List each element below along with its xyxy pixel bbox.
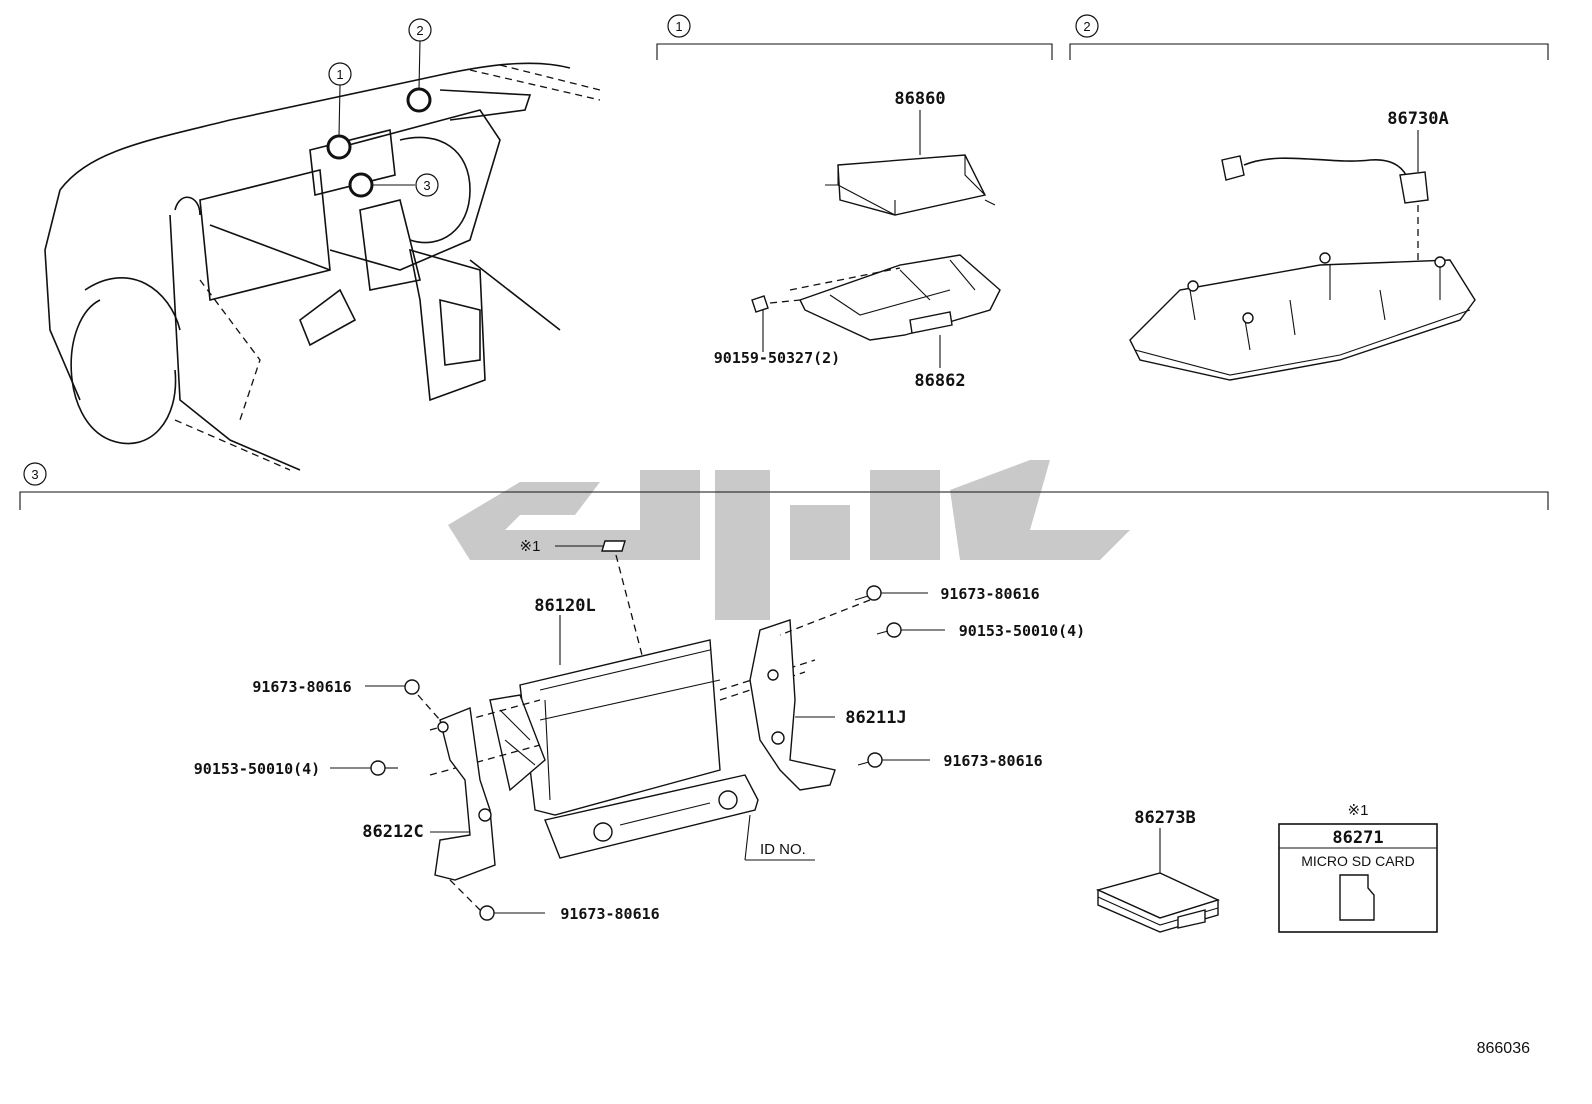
part-86212C-label: 86212C: [362, 822, 423, 842]
screw-91673-right: 91673-80616: [857, 752, 1043, 770]
part-91673-80616-d-label: 91673-80616: [943, 752, 1042, 770]
part-86273B-label: 86273B: [1134, 808, 1195, 828]
part-91673-80616-b-label: 91673-80616: [560, 905, 659, 923]
radio-receiver-assembly: 86120L ID NO.: [429, 596, 816, 861]
id-no-label: ID NO.: [760, 841, 806, 858]
bracket-right-assembly: 86211J: [749, 619, 907, 791]
ref-mark-box-label: ※1: [1348, 802, 1369, 819]
screw-91673-bottom: 91673-80616: [449, 879, 660, 923]
part-91673-80616-a-label: 91673-80616: [252, 678, 351, 696]
overview-marker-1: 1: [336, 67, 343, 82]
location-dot-3: [348, 172, 374, 198]
overview-marker-2: 2: [416, 23, 423, 38]
reference-mark-1: ※1: [520, 538, 656, 706]
watermark-logo: [448, 460, 1130, 620]
part-86271-label: 86271: [1332, 828, 1383, 848]
micro-sd-card-label: MICRO SD CARD: [1301, 853, 1415, 869]
screw-91673-topleft: 91673-80616: [252, 678, 441, 721]
location-dot-2: [406, 87, 432, 113]
part-86120L-label: 86120L: [534, 596, 595, 616]
diagram-id: 866036: [1477, 1040, 1530, 1057]
part-90153-50010-a-label: 90153-50010(4): [194, 760, 320, 778]
part-91673-80616-c-label: 91673-80616: [940, 585, 1039, 603]
micro-sd-card-icon: [1339, 874, 1375, 921]
vehicle-overview: [44, 62, 601, 471]
overview-markers: 1 2 3: [326, 18, 439, 198]
part-90159-50327-label: 90159-50327(2): [714, 349, 840, 367]
part-86211J-label: 86211J: [845, 708, 906, 728]
sd-card-box: ※1 86271 MICRO SD CARD: [1278, 802, 1438, 933]
section-2-marker: 2: [1083, 19, 1090, 34]
part-86860-label: 86860: [894, 89, 945, 109]
airbag-bracket-assembly: 90159-50327(2) 86862: [714, 254, 1001, 391]
screw-90153-left: 90153-50010(4): [194, 760, 398, 778]
part-86730A-label: 86730A: [1387, 109, 1448, 129]
part-90153-50010-b-label: 90153-50010(4): [959, 622, 1085, 640]
bracket-left-assembly: 86212C: [362, 707, 496, 881]
ref-mark-label: ※1: [520, 538, 541, 555]
section-1-bracket: 1: [656, 14, 1053, 60]
part-86862-label: 86862: [914, 371, 965, 391]
section-1-marker: 1: [675, 19, 682, 34]
overview-marker-3: 3: [423, 178, 430, 193]
screw-90153-right: 90153-50010(4): [876, 622, 1085, 640]
screw-91673-topright: 91673-80616: [779, 585, 1040, 636]
sd-card-case-assembly: 86273B: [1095, 808, 1220, 933]
location-dot-1: [326, 134, 352, 160]
airbag-sensor-assembly: 86860: [825, 89, 996, 216]
section-3-bracket: 3: [19, 462, 1549, 510]
section-2-bracket: 2: [1069, 14, 1549, 60]
section-3-marker: 3: [31, 467, 38, 482]
wire-harness-assembly: 86730A: [1129, 109, 1476, 381]
